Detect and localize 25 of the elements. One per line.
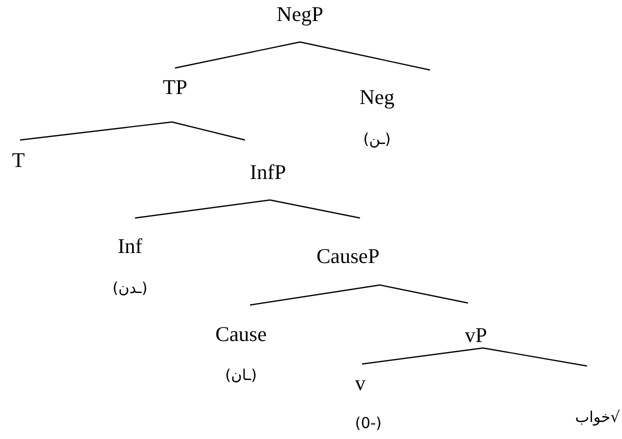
node-label: CauseP: [316, 244, 380, 268]
tree-branch: [270, 199, 360, 219]
node-label: Neg: [360, 85, 394, 109]
tree-branch: [172, 121, 246, 141]
morpheme-label: (ـن): [363, 129, 391, 150]
morpheme-label: (0-): [355, 413, 382, 434]
node-label: NegP: [276, 2, 324, 26]
node-label: √خواب: [575, 407, 620, 428]
node-label: v: [355, 371, 366, 395]
tree-branch: [250, 284, 380, 306]
node-label: T: [12, 148, 25, 172]
morpheme-label: (ـدن): [112, 278, 148, 299]
tree-branch: [174, 41, 300, 69]
node-label: Cause: [215, 322, 267, 346]
tree-branch: [380, 284, 468, 304]
tree-branch: [134, 199, 270, 219]
tree-branch: [300, 41, 430, 71]
tree-branch: [20, 121, 172, 141]
node-label: Inf: [118, 234, 142, 258]
node-label: InfP: [250, 160, 286, 184]
tree-branch: [362, 347, 484, 365]
node-label: vP: [464, 323, 488, 347]
morpheme-label: (ـان): [225, 365, 257, 386]
tree-branch: [482, 347, 588, 367]
node-label: TP: [162, 75, 188, 99]
